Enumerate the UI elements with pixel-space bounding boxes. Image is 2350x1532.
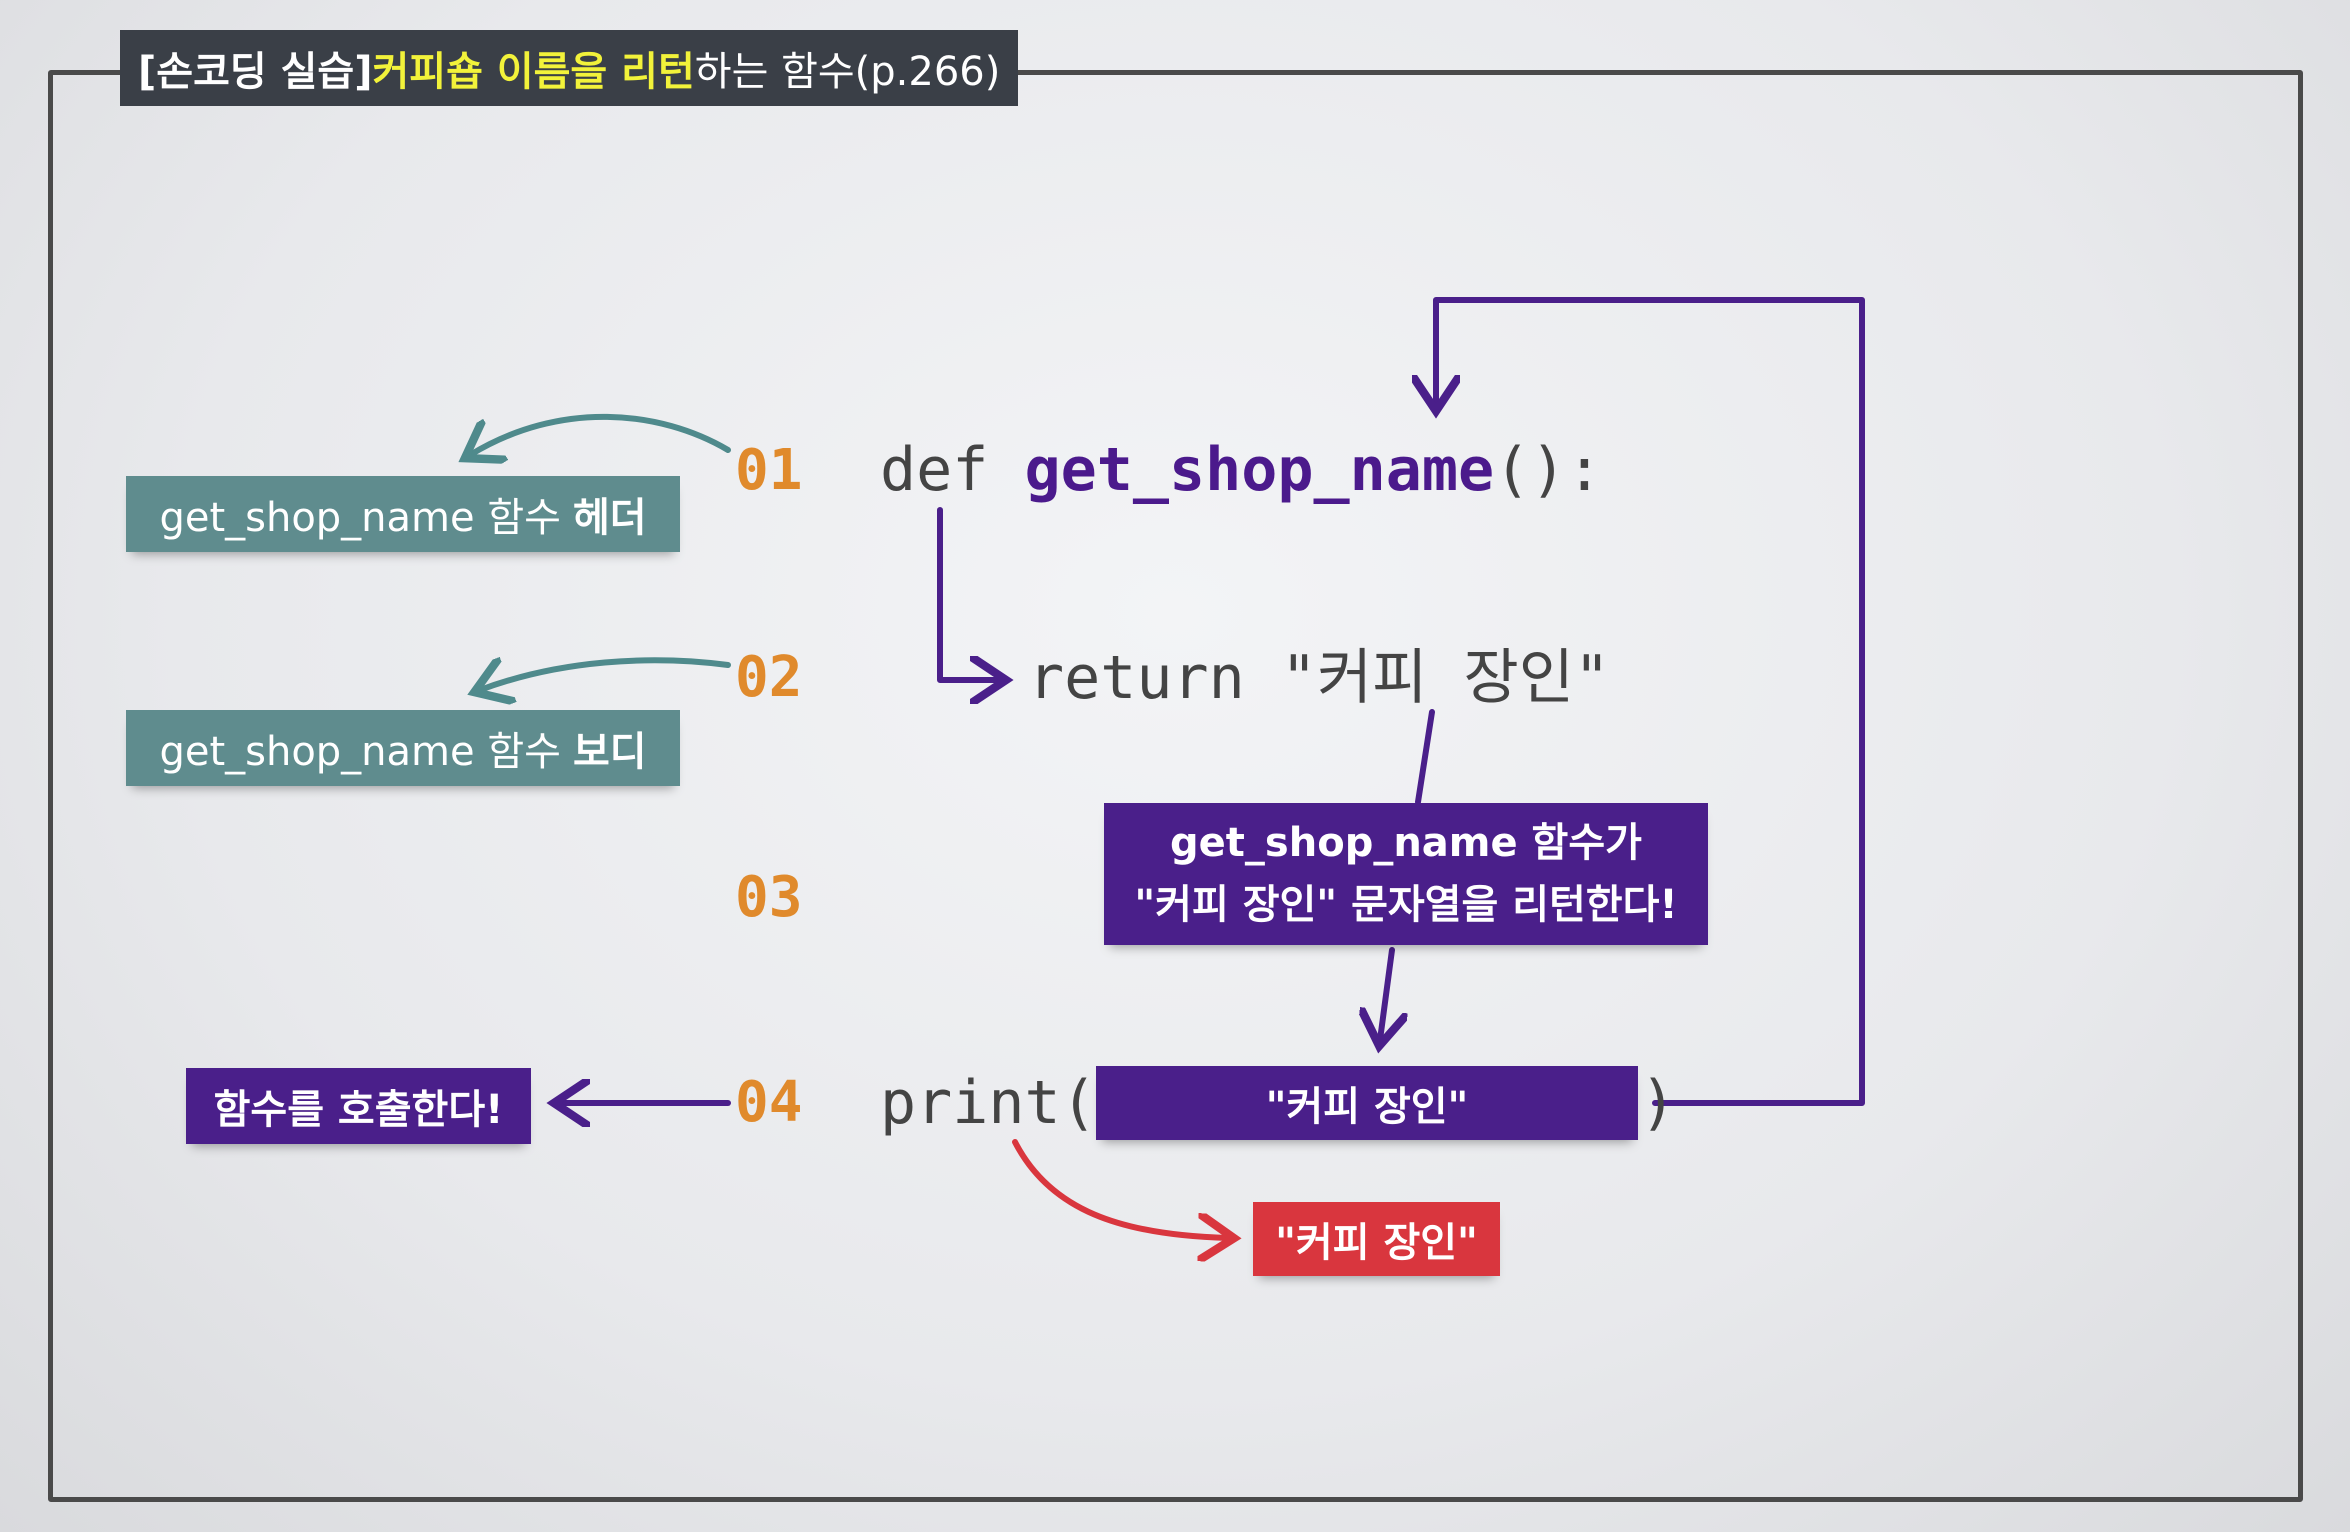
call-label: 함수를 호출한다! xyxy=(186,1068,531,1144)
output-value: "커피 장인" xyxy=(1253,1202,1500,1276)
header-label-prefix: get_shop_name 함수 xyxy=(159,495,561,541)
diagram-frame xyxy=(48,70,2303,1502)
print-argument-value: "커피 장인" xyxy=(1096,1066,1638,1140)
function-name: get_shop_name xyxy=(1024,435,1495,505)
arrow-call-loop xyxy=(1436,297,1865,1106)
arrow-output xyxy=(1012,1139,1228,1238)
arrow-return-to-box xyxy=(1415,709,1435,805)
line-number-03: 03 xyxy=(735,865,803,930)
header-label-suffix: 헤더 xyxy=(572,495,647,541)
line-number-04: 04 xyxy=(735,1070,803,1135)
arrow-header xyxy=(470,413,731,455)
return-explanation-line1: get_shop_name 함수가 xyxy=(1170,820,1642,866)
body-label-prefix: get_shop_name 함수 xyxy=(159,729,561,775)
code-line-02: return "커피 장인" xyxy=(1028,643,1611,713)
keyword-def: def xyxy=(880,435,1025,505)
slide-title: [손코딩 실습] 커피숍 이름을 리턴 하는 함수(p.266) xyxy=(120,30,1019,106)
return-explanation: get_shop_name 함수가 "커피 장인" 문자열을 리턴한다! xyxy=(1104,803,1708,945)
function-signature-rest: (): xyxy=(1494,435,1603,505)
code-line-04-open: print( xyxy=(880,1068,1097,1138)
line-number-02: 02 xyxy=(735,645,803,710)
title-highlight: 커피숍 이름을 리턴 xyxy=(372,49,695,95)
title-bracket: [손코딩 실습] xyxy=(138,49,373,95)
code-line-01: def get_shop_name(): xyxy=(880,440,1602,500)
title-rest: 하는 함수(p.266) xyxy=(694,49,1001,95)
arrow-box-to-print xyxy=(1380,947,1392,1040)
line-number-01: 01 xyxy=(735,438,803,503)
code-line-04-close: ) xyxy=(1640,1068,1677,1138)
body-label-suffix: 보디 xyxy=(572,729,647,775)
return-explanation-line2: "커피 장인" 문자열을 리턴한다! xyxy=(1134,882,1678,928)
arrow-body xyxy=(480,660,731,690)
arrow-def-to-return xyxy=(937,507,1000,680)
